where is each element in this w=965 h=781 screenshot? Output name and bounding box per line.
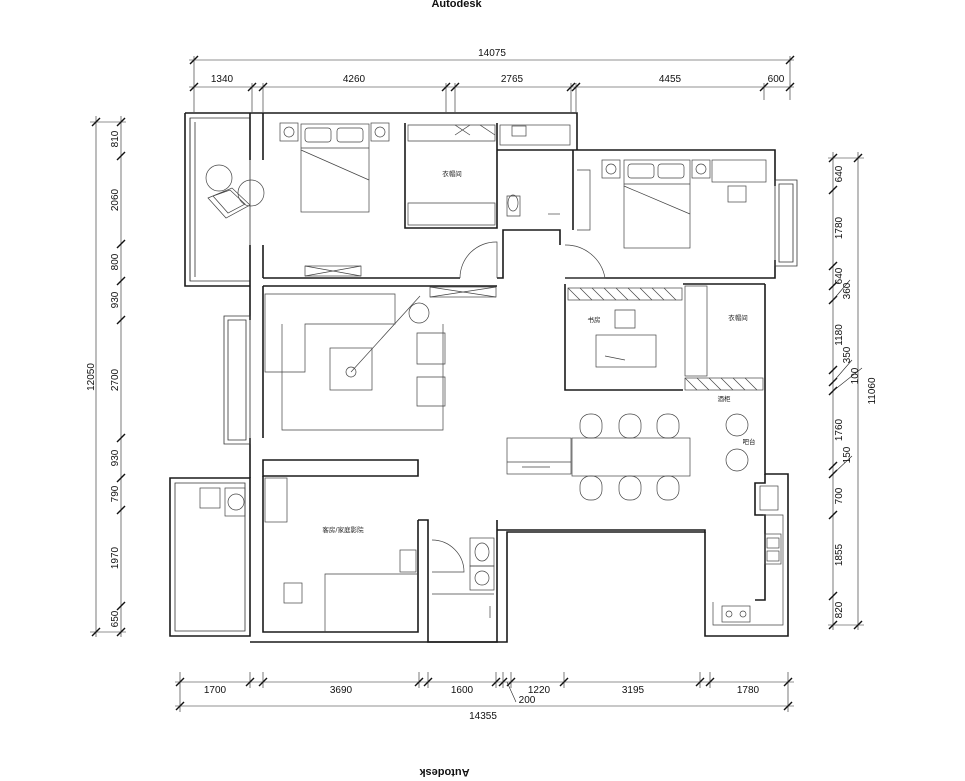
- right-dimensions: 11060 640 1780 640 360 1180 350 100 1760…: [828, 152, 878, 630]
- dim-bottom-5: 3195: [622, 685, 645, 696]
- dim-top-1: 1340: [211, 74, 234, 85]
- dim-left-2: 2060: [110, 188, 121, 211]
- bottom-dimensions: 1700 3690 1600 1220 3195 1780 200 14355: [175, 672, 794, 722]
- dim-left-7: 790: [110, 485, 121, 502]
- dim-right-8: 1760: [834, 418, 845, 441]
- dim-left-total: 12050: [86, 363, 97, 391]
- dim-bottom-1: 1700: [204, 685, 227, 696]
- dim-right-6: 350: [842, 346, 853, 363]
- left-dimensions: 12050 810 2060 800 930 2700 930 790 1970…: [86, 116, 126, 637]
- furniture: 衣帽间 书房 衣帽间: [199, 122, 784, 632]
- dim-left-4: 930: [110, 291, 121, 308]
- dim-bottom-2: 3690: [330, 685, 353, 696]
- room-label-closet1: 衣帽间: [442, 169, 462, 178]
- dim-bottom-7: 200: [519, 695, 536, 706]
- dim-right-9: 150: [842, 446, 853, 463]
- room-label-study: 书房: [588, 315, 601, 324]
- dim-right-1: 640: [834, 165, 845, 182]
- dim-bottom-3: 1600: [451, 685, 474, 696]
- dim-left-9: 650: [110, 610, 121, 627]
- dim-bottom-total: 14355: [469, 711, 497, 722]
- dim-bottom-4: 1220: [528, 685, 551, 696]
- dim-top-2: 4260: [343, 74, 366, 85]
- room-label-closet2: 衣帽间: [728, 313, 748, 322]
- dim-left-8: 1970: [110, 546, 121, 569]
- dim-right-3: 640: [834, 267, 845, 284]
- dim-bottom-6: 1780: [737, 685, 760, 696]
- dim-top-3: 2765: [501, 74, 524, 85]
- dim-top-4: 4455: [659, 74, 682, 85]
- dim-right-10: 700: [834, 487, 845, 504]
- dim-top-5: 600: [768, 74, 785, 85]
- dim-right-4: 360: [842, 282, 853, 299]
- dim-right-2: 1780: [834, 216, 845, 239]
- room-label-bar: 吧台: [743, 437, 756, 446]
- top-dimensions: 14075 1340 4260 2765 4455 600: [189, 48, 795, 112]
- walls: [169, 112, 798, 643]
- header-top: Autodesk: [431, 0, 482, 10]
- room-label-guest: 客房/家庭影院: [322, 525, 364, 534]
- dim-right-5: 1180: [834, 324, 845, 346]
- dim-left-5: 2700: [110, 368, 121, 391]
- dim-left-3: 800: [110, 253, 121, 270]
- dim-right-total: 11060: [867, 377, 878, 405]
- dim-right-12: 820: [834, 601, 845, 618]
- room-label-wine: 酒柜: [718, 394, 732, 403]
- dim-top-total: 14075: [478, 48, 506, 59]
- dim-right-7: 100: [850, 367, 861, 384]
- dim-left-1: 810: [110, 130, 121, 147]
- dim-right-11: 1855: [834, 543, 845, 566]
- dim-left-6: 930: [110, 449, 121, 466]
